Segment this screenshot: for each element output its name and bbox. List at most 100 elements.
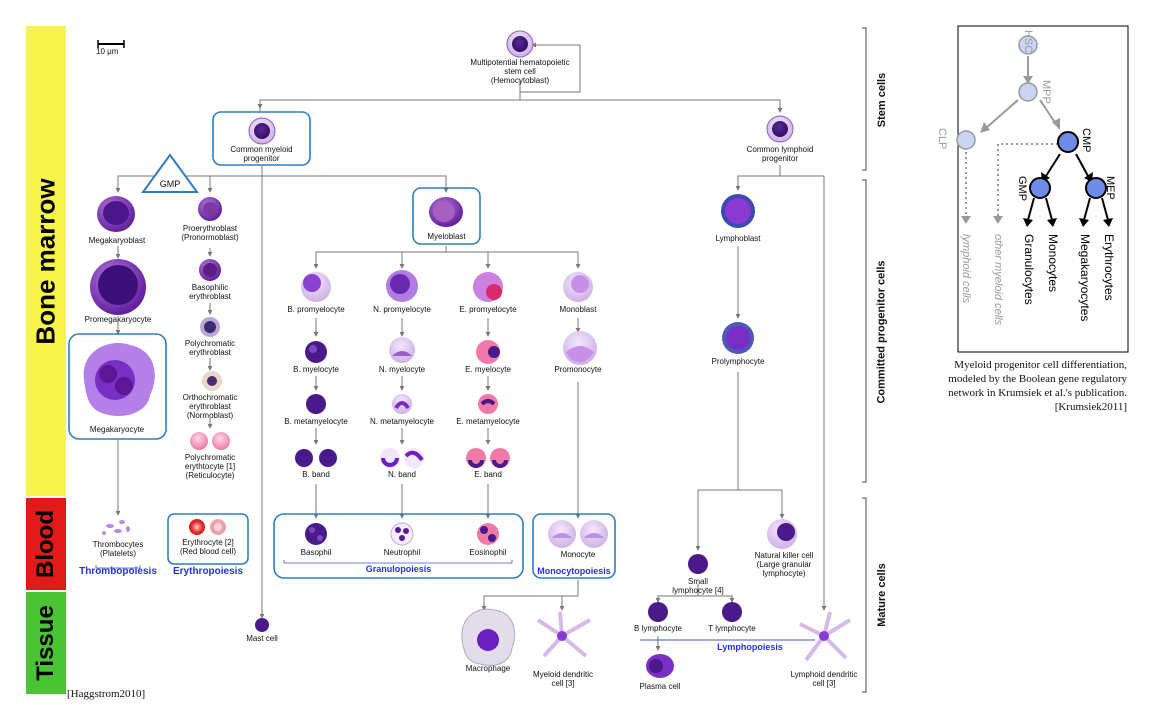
megakaryocyte-cell (83, 343, 155, 416)
output-erythrocytes: Erythrocytes (1102, 234, 1116, 301)
lymphoid-dc-cell (799, 611, 852, 662)
label-e-band: E. band (474, 470, 502, 479)
connector-lines (115, 42, 827, 651)
thrombocytes-cell (102, 520, 130, 535)
small-lymphocyte-cell (688, 554, 708, 574)
e-myelocyte-cell (476, 340, 500, 364)
scale-bar-label: 10 μm (96, 47, 119, 56)
megakaryoblast-cell (97, 196, 135, 232)
output-lymphoid: lymphoid cells (960, 234, 972, 304)
node-cmp (1057, 131, 1079, 153)
reticulocyte-cell (190, 432, 230, 450)
poly-erythroblast-cell (200, 317, 220, 337)
label-b-band: B. band (302, 470, 330, 479)
label-macrophage: Macrophage (465, 664, 511, 673)
label-e-metamyelocyte: E. metamyelocyte (456, 417, 520, 426)
node-mep (1085, 177, 1107, 199)
promegakaryocyte-cell (90, 259, 146, 315)
label-neutrophil: Neutrophil (383, 548, 421, 557)
n-promyelocyte-cell (386, 270, 418, 302)
node-clp (956, 130, 976, 150)
neutrophil-cell (390, 522, 414, 546)
gmp-triangle (141, 153, 199, 193)
label-prolymphocyte: Prolymphocyte (711, 357, 765, 366)
label-monocyte: Monocyte (560, 550, 596, 559)
label-n-metamyelocyte: N. metamyelocyte (369, 417, 435, 426)
label-e-promyelocyte: E. promyelocyte (459, 305, 517, 314)
lymphoblast-cell (721, 194, 755, 228)
monoblast-cell (563, 272, 593, 302)
myeloblast-cell (429, 197, 463, 227)
macrophage-cell (461, 608, 516, 666)
myeloid-dc-cell (536, 611, 591, 658)
e-metamyelocyte-cell (478, 394, 498, 414)
node-mpp (1018, 82, 1038, 102)
highlight-boxes (68, 111, 616, 579)
b-myelocyte-cell (305, 341, 327, 363)
n-band-cell (380, 448, 424, 468)
label-proerythroblast: Proerythroblast(Pronormoblast) (181, 224, 239, 242)
cmp-cell (248, 117, 276, 145)
node-clp-label: CLP (936, 128, 948, 150)
label-megakaryocyte: Megakaryocyte (89, 425, 145, 434)
label-t-lymphocyte: T lymphocyte (708, 624, 756, 633)
network-caption-cite: [Krumsiek2011] (1054, 401, 1127, 413)
output-other-myeloid: other myeloid cells (992, 234, 1004, 326)
process-granulopoiesis: Granulopoiesis (365, 564, 432, 574)
erythrocyte-cell (189, 519, 226, 535)
label-monoblast: Monoblast (559, 305, 597, 314)
label-promegakaryocyte: Promegakaryocyte (84, 315, 152, 324)
label-thrombocytes: Thrombocytes(Platelets) (92, 540, 144, 558)
output-megakaryocytes: Megakaryocytes (1078, 234, 1092, 322)
band-tissue: Tissue (26, 592, 66, 694)
label-mast: Mast cell (246, 634, 278, 643)
network-edges (965, 56, 1109, 221)
label-basophil: Basophil (300, 548, 332, 557)
plasma-cell (646, 654, 674, 678)
network-nodes (956, 35, 1107, 199)
e-promyelocyte-cell (473, 272, 503, 302)
label-n-promyelocyte: N. promyelocyte (373, 305, 431, 314)
node-hsc-label: HSC (1022, 30, 1034, 54)
label-e-myelocyte: E. myelocyte (465, 365, 511, 374)
label-b-lymphocyte: B lymphocyte (633, 624, 683, 633)
b-band-cell (295, 449, 337, 467)
process-monocytopoiesis: Monocytopoiesis (537, 566, 611, 576)
process-lymphopoiesis: Lymphopoiesis (717, 642, 783, 652)
band-bone-marrow: Bone marrow (26, 26, 66, 496)
label-n-band: N. band (387, 470, 417, 479)
t-lymphocyte-cell (722, 602, 742, 622)
node-gmp (1029, 177, 1051, 199)
label-megakaryoblast: Megakaryoblast (88, 236, 146, 245)
n-myelocyte-cell (389, 337, 415, 363)
b-lymphocyte-cell (648, 602, 668, 622)
clp-cell (766, 115, 794, 143)
prolymphocyte-cell (722, 322, 754, 354)
proerythroblast-cell (198, 197, 222, 221)
label-n-myelocyte: N. myelocyte (378, 365, 426, 374)
monocyte-cell (548, 520, 608, 548)
node-cmp-label: CMP (1080, 128, 1092, 153)
label-promonocyte: Promonocyte (554, 365, 602, 374)
label-eosinophil: Eosinophil (469, 548, 507, 557)
nk-cell (767, 519, 797, 549)
process-thrombopoiesis: Thrombopoiesis (79, 566, 157, 577)
network-caption-text: Myeloid progenitor cell differentiation,… (948, 359, 1127, 399)
gmp-label: GMP (159, 179, 181, 189)
eosinophil-cell (477, 523, 499, 545)
band-blood: Blood (26, 498, 66, 590)
label-plasma: Plasma cell (639, 682, 681, 691)
output-granulocytes: Granulocytes (1022, 234, 1036, 305)
label-erythrocyte: Erythrocyte [2](Red blood cell) (179, 538, 237, 556)
label-myeloblast: Myeloblast (427, 232, 466, 241)
label-lymphoblast: Lymphoblast (715, 234, 761, 243)
